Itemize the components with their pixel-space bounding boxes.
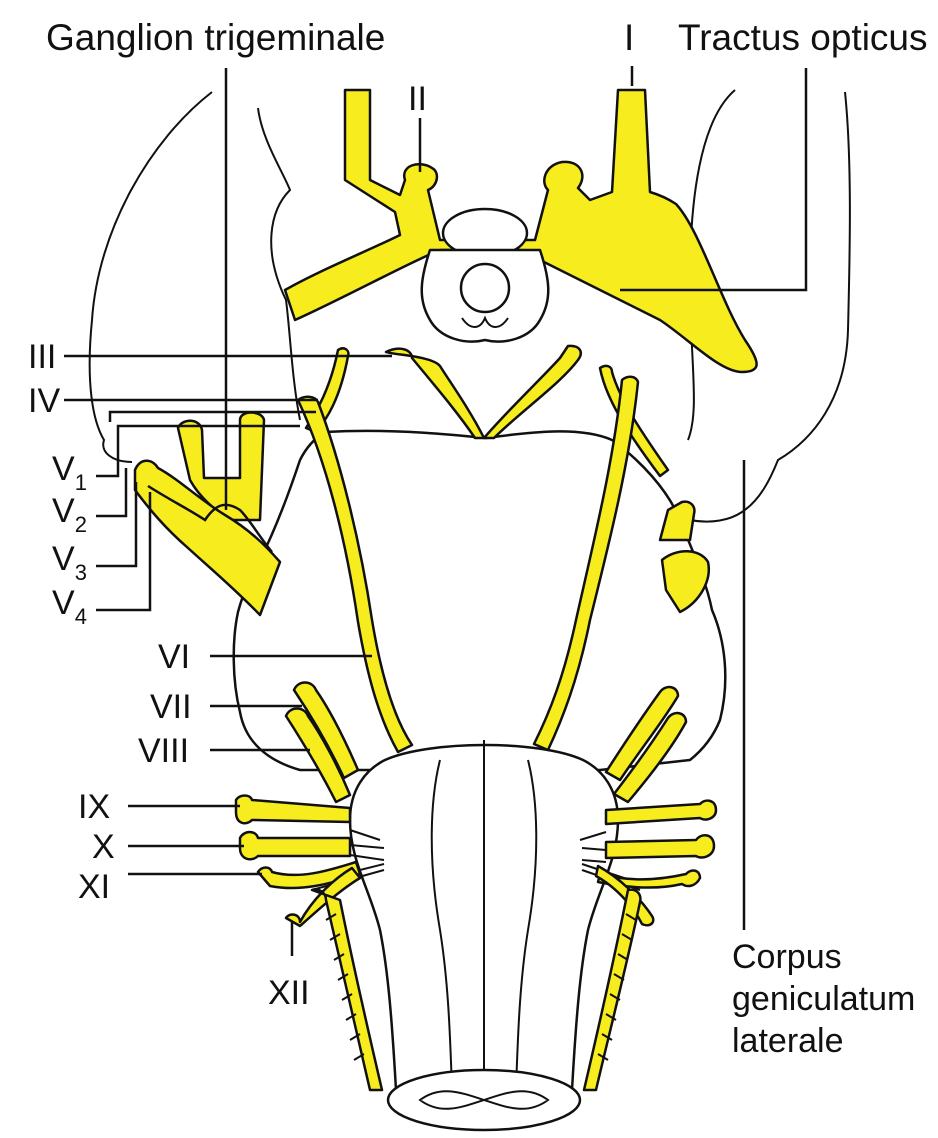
- label-X: X: [92, 828, 115, 866]
- label-V4-base: V: [52, 584, 75, 622]
- label-corpus-line3: laterale: [732, 1022, 844, 1060]
- label-V2-base: V: [52, 492, 75, 530]
- label-V1-base: V: [52, 450, 75, 488]
- nerve-III: [386, 346, 581, 438]
- label-corpus-line2: geniculatum: [732, 980, 915, 1018]
- hypophysis-mamillary: [422, 209, 549, 342]
- label-III: III: [28, 338, 56, 376]
- label-IX: IX: [78, 788, 110, 826]
- label-V2-sub: 2: [75, 512, 87, 537]
- label-V4-sub: 4: [75, 604, 87, 629]
- label-V1-sub: 1: [75, 470, 87, 495]
- label-XII: XII: [268, 974, 310, 1012]
- label-tractus-opticus: Tractus opticus: [678, 17, 928, 58]
- label-ganglion-trigeminale: Ganglion trigeminale: [46, 17, 385, 58]
- label-IV: IV: [28, 382, 60, 420]
- label-I: I: [624, 17, 634, 58]
- label-V3-sub: 3: [75, 560, 87, 585]
- label-VI: VI: [158, 638, 190, 676]
- label-V1: V1: [52, 450, 87, 495]
- label-VIII: VIII: [138, 732, 189, 770]
- label-II: II: [408, 80, 427, 118]
- label-V3-base: V: [52, 540, 75, 578]
- label-corpus-line1: Corpus: [732, 938, 842, 976]
- medulla-outline: [350, 740, 618, 1130]
- label-V4: V4: [52, 584, 87, 629]
- label-VII: VII: [150, 688, 192, 726]
- label-V2: V2: [52, 492, 87, 537]
- label-V3: V3: [52, 540, 87, 585]
- label-XI: XI: [78, 868, 110, 906]
